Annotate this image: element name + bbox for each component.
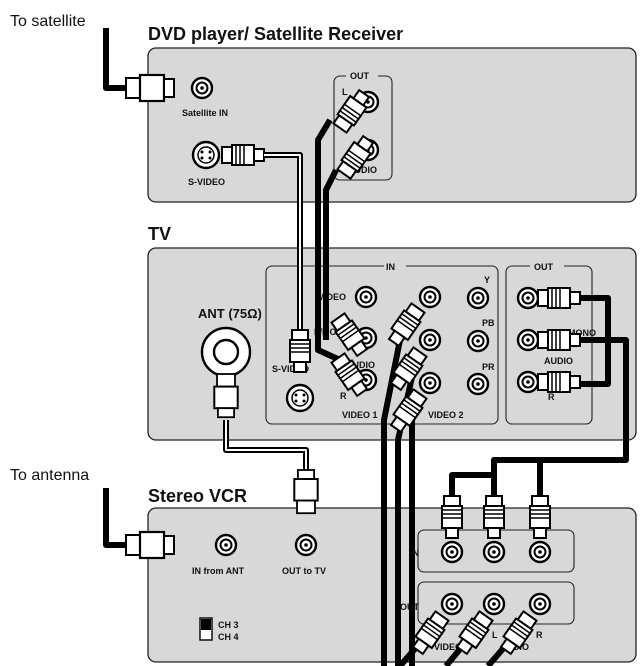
to-antenna-label: To antenna bbox=[10, 467, 89, 484]
dvd-l-label: L bbox=[342, 87, 348, 97]
vcr-in-audio-r-plug bbox=[529, 495, 551, 539]
tv-video1-jack[interactable] bbox=[354, 285, 378, 309]
dvd-s-video-plug bbox=[221, 144, 265, 166]
dvd-audio-l-cable bbox=[315, 118, 342, 363]
satellite-cable bbox=[103, 28, 130, 91]
tv-panel bbox=[147, 247, 637, 441]
tv-ant-jack[interactable] bbox=[200, 326, 252, 378]
tv-s-video-plug bbox=[289, 329, 311, 373]
tv-y-label: Y bbox=[484, 275, 490, 285]
tv-video2-label: VIDEO 2 bbox=[428, 410, 464, 420]
satellite-in-jack[interactable] bbox=[190, 76, 214, 100]
dvd-audio-r-cable bbox=[323, 168, 339, 340]
tv-out-audio-r-plug bbox=[537, 371, 581, 393]
vcr-in-from-ant-jack[interactable] bbox=[214, 533, 238, 557]
tv-video2-jack[interactable] bbox=[418, 285, 442, 309]
vcr-ch4-label: CH 4 bbox=[218, 632, 239, 642]
tv-video2-audio-l-jack[interactable] bbox=[418, 328, 442, 352]
vcr-out-audio-r-jack[interactable] bbox=[528, 592, 552, 616]
tv-out-r-label: R bbox=[548, 392, 555, 402]
vcr-in-audio-r-jack[interactable] bbox=[528, 540, 552, 564]
tv-out-video-plug bbox=[537, 287, 581, 309]
tv-out-to-vcr-cable bbox=[537, 337, 629, 500]
dvd-out-label: OUT bbox=[350, 71, 370, 81]
tv-s-video-label: S-VIDEO bbox=[272, 364, 309, 374]
tv-out-label: OUT bbox=[534, 262, 554, 272]
tv-video1-label: VIDEO 1 bbox=[342, 410, 378, 420]
tv-video2-audio-r-jack[interactable] bbox=[418, 371, 442, 395]
dvd-audio-label: AUDIO bbox=[348, 165, 377, 175]
tv-out-audio-label: AUDIO bbox=[544, 356, 573, 366]
vcr-video-label: VIDEO bbox=[434, 642, 462, 652]
tv-title: TV bbox=[148, 224, 171, 244]
tv-out-mono-label: MONO bbox=[568, 328, 596, 338]
vcr-out-to-tv-jack[interactable] bbox=[294, 533, 318, 557]
antenna-cable bbox=[103, 488, 130, 548]
vcr-ch-switch[interactable] bbox=[199, 617, 213, 641]
vcr-ch3-label: CH 3 bbox=[218, 620, 239, 630]
vcr-out-video-jack[interactable] bbox=[440, 592, 464, 616]
vcr-out-group bbox=[417, 581, 575, 625]
vcr-out-video-cable bbox=[381, 319, 407, 666]
tv-pb-jack[interactable] bbox=[466, 329, 490, 353]
vcr-in-video-plug bbox=[441, 495, 463, 539]
vcr-l-label: L bbox=[492, 630, 498, 640]
antenna-plug bbox=[124, 530, 176, 560]
vcr-out-audio-l-jack[interactable] bbox=[482, 592, 506, 616]
tv-pr-label: PR bbox=[482, 362, 495, 372]
tv-s-video-jack[interactable] bbox=[285, 383, 315, 413]
tv-y-jack[interactable] bbox=[466, 286, 490, 310]
vcr-title: Stereo VCR bbox=[148, 486, 247, 506]
vcr-in-from-ant-label: IN from ANT bbox=[192, 566, 245, 576]
vcr-out-audio-l-cable bbox=[395, 367, 417, 666]
tv-out-audio-r-jack[interactable] bbox=[516, 370, 540, 394]
vcr-in-audio-l-plug bbox=[483, 495, 505, 539]
tv-lmono-label: L/MONO bbox=[314, 327, 350, 337]
satellite-in-label: Satellite IN bbox=[182, 108, 228, 118]
tv-ant-label: ANT (75Ω) bbox=[198, 306, 262, 321]
tv-out-video-jack[interactable] bbox=[516, 286, 540, 310]
dvd-s-video-jack[interactable] bbox=[191, 140, 221, 170]
tv-in-label: IN bbox=[386, 262, 395, 272]
dvd-s-video-label: S-VIDEO bbox=[188, 177, 225, 187]
vcr-in-video-jack[interactable] bbox=[440, 540, 464, 564]
vcr-out-to-tv-plug bbox=[293, 469, 319, 515]
vcr-r-label: R bbox=[536, 630, 543, 640]
tv-pb-label: PB bbox=[482, 318, 495, 328]
dvd-title: DVD player/ Satellite Receiver bbox=[148, 24, 403, 44]
tv-r-label: R bbox=[340, 391, 347, 401]
satellite-plug bbox=[124, 73, 176, 103]
tv-video-label: VIDEO bbox=[318, 292, 346, 302]
tv-audio-label: AUDIO bbox=[346, 360, 375, 370]
tv-pr-jack[interactable] bbox=[466, 372, 490, 396]
to-satellite-label: To satellite bbox=[10, 13, 86, 30]
tv-out-audio-l-plug bbox=[537, 329, 581, 351]
tv-out-audio-l-jack[interactable] bbox=[516, 328, 540, 352]
vcr-in-audio-l-jack[interactable] bbox=[482, 540, 506, 564]
vcr-out-to-tv-label: OUT to TV bbox=[282, 566, 326, 576]
